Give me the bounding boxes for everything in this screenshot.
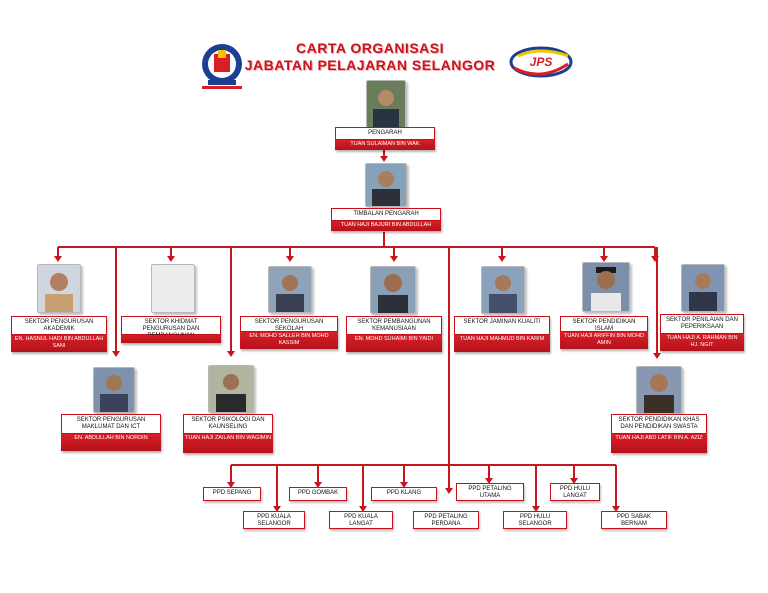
sector-role-2: SEKTOR KHIDMAT PENGURUSAN DAN PEMBANGUNA… — [121, 316, 221, 339]
ppd-box-hulu-selangor: PPD HULU SELANGOR — [503, 511, 567, 529]
deputy-name: TUAN HAJI BAJURI BIN ABDULLAH — [331, 221, 441, 231]
chart-title: CARTA ORGANISASI JABATAN PELAJARAN SELAN… — [240, 40, 500, 74]
jps-logo: JPS — [508, 42, 574, 82]
deputy-role: TIMBALAN PENGARAH — [331, 208, 441, 221]
sector-role-6: SEKTOR PENDIDIKAN ISLAM — [560, 316, 648, 332]
ppd-box-klang: PPD KLANG — [371, 487, 437, 501]
sector-name-8: EN. ABDULLAH BIN NORDIN — [61, 434, 161, 451]
sector-name-2 — [121, 335, 221, 343]
ppd-box-kuala-langat: PPD KUALA LANGAT — [329, 511, 393, 529]
sector-photo-4 — [370, 266, 416, 314]
sector-role-8: SEKTOR PENGURUSAN MAKLUMAT DAN ICT — [61, 414, 161, 434]
sector-photo-5 — [481, 266, 525, 314]
deputy-photo — [365, 163, 407, 207]
sector-photo-1 — [37, 264, 81, 313]
ppd-box-petaling-perdana: PPD PETALING PERDANA — [413, 511, 479, 529]
sector-role-10: SEKTOR PENDIDIKAN KHAS DAN PENDIDIKAN SW… — [611, 414, 707, 434]
director-photo — [366, 80, 406, 128]
sector-photo-8 — [93, 367, 135, 413]
sector-photo-2-placeholder — [151, 264, 195, 313]
sector-photo-7 — [681, 264, 725, 312]
sector-name-9: TUAN HAJI ZAILAN BIN WAGIMIN — [183, 434, 273, 453]
ppd-box-gombak: PPD GOMBAK — [289, 487, 347, 501]
sector-role-7: SEKTOR PENILAIAN DAN PEPERIKSAAN — [660, 314, 744, 334]
ppd-box-sabak-bernam: PPD SABAK BERNAM — [601, 511, 667, 529]
sector-role-4: SEKTOR PEMBANGUNAN KEMANUSIAAN — [346, 316, 442, 335]
ppd-box-sepang: PPD SEPANG — [203, 487, 261, 501]
ppd-box-kuala-selangor: PPD KUALA SELANGOR — [243, 511, 305, 529]
sector-name-5: TUAN HAJI MAHMUD BIN KARIM — [454, 335, 550, 352]
sector-role-3: SEKTOR PENGURUSAN SEKOLAH — [240, 316, 338, 332]
kementerian-crest-icon — [194, 40, 250, 92]
ppd-box-petaling-utama: PPD PETALING UTAMA — [456, 483, 524, 501]
sector-name-4: EN. MOHD SUHAIMI BIN YAIDI — [346, 335, 442, 352]
sector-role-1: SEKTOR PENGURUSAN AKADEMIK — [11, 316, 107, 335]
director-role: PENGARAH — [335, 127, 435, 140]
sector-role-5: SEKTOR JAMINAN KUALITI — [454, 316, 550, 335]
sector-name-6: TUAN HAJI ARIFFIN BIN MOHD AMIN — [560, 332, 648, 349]
sector-name-10: TUAN HAJI ABD LATIF BIN A. AZIZ — [611, 434, 707, 453]
sector-photo-10 — [636, 366, 682, 414]
sector-photo-9 — [208, 365, 254, 413]
title-line-1: CARTA ORGANISASI — [296, 40, 444, 56]
sector-role-9: SEKTOR PSIKOLOGI DAN KAUNSELING — [183, 414, 273, 434]
title-line-2: JABATAN PELAJARAN SELANGOR — [244, 57, 496, 73]
sector-name-3: EN. MOHD SALLEH BIN MOHD KASSIM — [240, 332, 338, 349]
ppd-box-hulu-langat: PPD HULU LANGAT — [550, 483, 600, 501]
sector-photo-6 — [582, 262, 630, 312]
sector-photo-3 — [268, 266, 312, 313]
director-name: TUAN SULAIMAN BIN WAK — [335, 140, 435, 150]
sector-name-7: TUAN HAJI A. RAHMAN BIN HJ. NGIT — [660, 334, 744, 351]
jps-logo-text: JPS — [530, 55, 553, 69]
sector-name-1: EN. HASNUL HADI BIN ABDULLAH SANI — [11, 335, 107, 352]
